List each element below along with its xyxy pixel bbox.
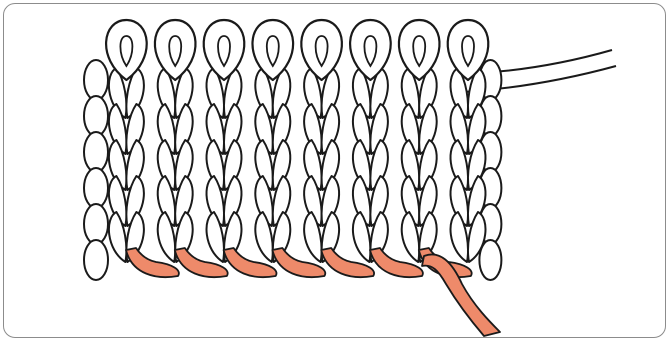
selvedge-edge-stitch	[84, 204, 108, 244]
selvedge-edge-stitch	[84, 96, 108, 136]
selvedge-edge-stitch	[84, 60, 108, 100]
selvedge-edge-stitch	[84, 168, 108, 208]
contrast-yarn-row	[126, 248, 500, 336]
selvedge-edge-stitch	[84, 240, 108, 280]
selvedge-edge-stitch	[84, 132, 108, 172]
knitted-fabric	[84, 20, 501, 280]
